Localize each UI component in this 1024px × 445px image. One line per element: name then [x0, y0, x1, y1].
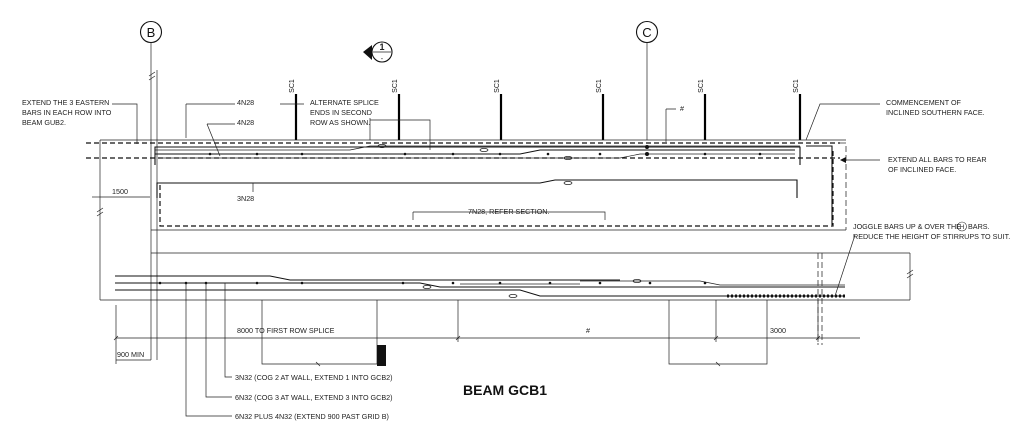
note-hash: # — [680, 104, 684, 113]
note-6n32: 6N32 (COG 3 AT WALL, EXTEND 3 INTO GCB2) — [235, 393, 393, 402]
note-joggle: BARS. — [968, 222, 990, 231]
sc1-columns: SC1 SC1 SC1 SC1 SC1 SC1 — [289, 79, 802, 140]
note-extend-all: OF INCLINED FACE. — [888, 165, 956, 174]
note-commencement: INCLINED SOUTHERN FACE. — [886, 108, 985, 117]
sc1-label: SC1 — [793, 79, 800, 93]
grid-b: B — [139, 20, 163, 360]
note-joggle: REDUCE THE HEIGHT OF STIRRUPS TO SUIT. — [853, 232, 1010, 241]
note-alt-splice: ROW AS SHOWN. — [310, 118, 370, 127]
dim-8000: 8000 TO FIRST ROW SPLICE — [237, 326, 335, 335]
section-marker: 1 - — [363, 41, 393, 63]
note-joggle: JOGGLE BARS UP & OVER THE — [853, 222, 961, 231]
sc1-label: SC1 — [698, 79, 705, 93]
note-extend-eastern: EXTEND THE 3 EASTERN — [22, 98, 109, 107]
lower-beam — [100, 253, 914, 345]
sc1-label: SC1 — [289, 79, 296, 93]
note-commencement: COMMENCEMENT OF — [886, 98, 962, 107]
note-4n28-b: 4N28 — [237, 118, 254, 127]
note-6n32-plus: 6N32 PLUS 4N32 (EXTEND 900 PAST GRID B) — [235, 412, 389, 421]
dim-3000: 3000 — [770, 326, 786, 335]
note-alt-splice: ALTERNATE SPLICE — [310, 98, 379, 107]
leaders — [112, 103, 880, 417]
note-3n32: 3N32 (COG 2 AT WALL, EXTEND 1 INTO GCB2) — [235, 373, 393, 382]
note-extend-eastern: BEAM GUB2. — [22, 118, 66, 127]
sc1-label: SC1 — [392, 79, 399, 93]
note-4n28-a: 4N28 — [237, 98, 254, 107]
note-3n28: 3N28 — [237, 194, 254, 203]
drawing-title: BEAM GCB1 — [463, 382, 547, 398]
note-extend-eastern: BARS IN EACH ROW INTO — [22, 108, 112, 117]
sc1-label: SC1 — [494, 79, 501, 93]
note-alt-splice: ENDS IN SECOND — [310, 108, 372, 117]
dim-hash: # — [586, 326, 590, 335]
section-sub: - — [381, 54, 384, 63]
note-joggle-h: H — [960, 225, 964, 231]
grid-c: C — [635, 20, 659, 140]
sc1-label: SC1 — [596, 79, 603, 93]
upper-beam — [86, 139, 910, 300]
note-7n28: 7N28, REFER SECTION. — [468, 207, 549, 216]
dimensions: 1500 8000 TO FIRST ROW SPLICE # 3000 900… — [92, 187, 860, 367]
dim-1500: 1500 — [112, 187, 128, 196]
section-number: 1 — [379, 42, 384, 52]
annotations: EXTEND THE 3 EASTERN BARS IN EACH ROW IN… — [22, 98, 1010, 421]
note-extend-all: EXTEND ALL BARS TO REAR — [888, 155, 987, 164]
dim-900: 900 MIN — [117, 350, 144, 359]
grid-b-label: B — [147, 25, 156, 40]
grid-c-label: C — [642, 25, 651, 40]
